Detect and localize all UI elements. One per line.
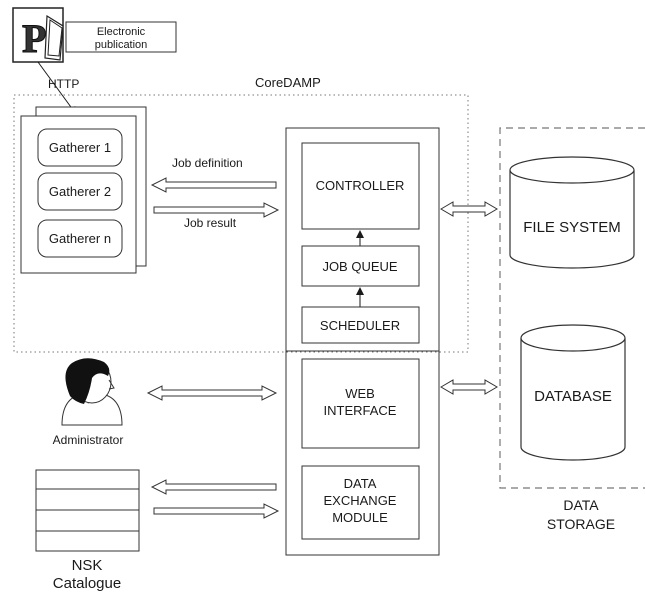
administrator-person-icon [61,358,123,426]
web-interface-box: WEB INTERFACE [301,358,420,449]
coredamp-title: CoreDAMP [255,75,321,90]
catalogue-label-line2: Catalogue [53,575,121,592]
publication-label-line2: publication [95,39,148,51]
publication-label-box [65,21,177,53]
data-storage-boundary [499,127,645,489]
data-exchange-line1: DATA [344,476,377,491]
document-p-icon: P [12,7,64,63]
job-result-label: Job result [184,216,237,230]
controller-label: CONTROLLER [316,178,405,193]
catalogue-label-line1: NSK [72,557,103,574]
http-arrow [37,61,77,115]
job-queue-label: JOB QUEUE [322,259,397,274]
gatherer-2-label: Gatherer 2 [49,184,111,199]
administrator-label: Administrator [53,433,124,447]
catalogue-table-icon [35,469,140,552]
exchange-to-catalogue-arrow [150,479,277,495]
web-interface-line1: WEB [345,386,375,401]
gatherer-1-label: Gatherer 1 [49,140,111,155]
file-system-cylinder: FILE SYSTEM [509,156,635,269]
scheduler-label: SCHEDULER [320,318,400,333]
data-storage-label-line2: STORAGE [547,516,615,532]
electronic-publication: P Electronic publication [12,7,177,63]
data-exchange-line2: EXCHANGE [324,493,397,508]
core-module-container [285,127,440,556]
data-storage-label-line1: DATA [563,497,599,513]
publication-label-line1: Electronic [97,26,146,38]
controller-box: CONTROLLER [301,142,420,230]
core-database-arrow [440,379,498,395]
http-label: HTTP [48,77,79,91]
job-result-arrow [153,202,280,218]
data-exchange-line3: MODULE [332,510,388,525]
gatherer-n: Gatherer n [37,219,123,258]
svg-text:P: P [22,16,46,61]
database-cylinder: DATABASE [520,324,626,461]
gatherer-2: Gatherer 2 [37,172,123,211]
scheduler-box: SCHEDULER [301,306,420,344]
file-system-label: FILE SYSTEM [523,219,621,236]
database-label: DATABASE [534,388,612,405]
catalogue-to-exchange-arrow [153,503,280,519]
gatherer-n-label: Gatherer n [49,231,111,246]
gatherer-1: Gatherer 1 [37,128,123,167]
administrator-web-arrow [146,385,278,401]
job-definition-label: Job definition [172,156,243,170]
job-definition-arrow [150,177,277,193]
controller-filesystem-arrow [440,201,498,217]
data-exchange-box: DATA EXCHANGE MODULE [301,465,420,540]
web-interface-line2: INTERFACE [324,403,397,418]
job-queue-box: JOB QUEUE [301,245,420,287]
